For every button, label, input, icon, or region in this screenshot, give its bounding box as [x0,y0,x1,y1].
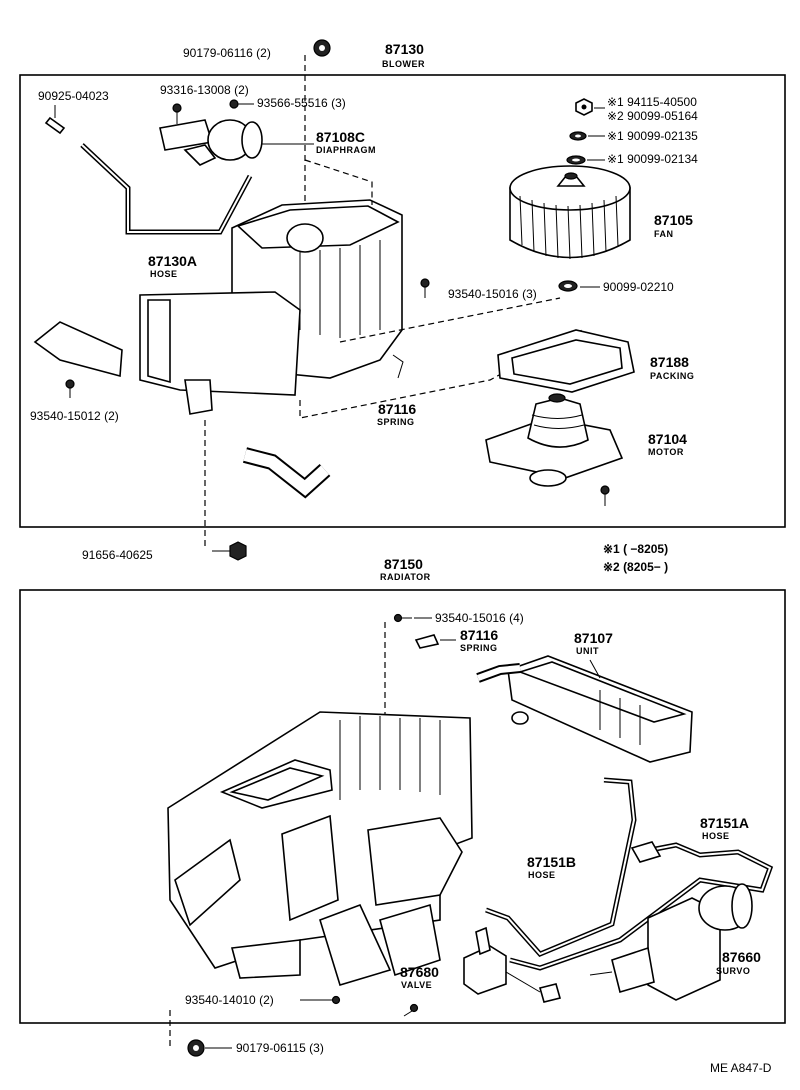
screw-icon [172,103,182,124]
label-87105: 87105 [654,212,693,228]
label-87188: 87188 [650,354,689,370]
nut-icon [575,98,593,116]
label-87660-name: SURVO [716,966,750,976]
spring-icon [414,634,440,649]
bracket [33,321,123,378]
legend-line-1: ※1 ( −8205) [603,542,668,556]
label-87104-name: MOTOR [648,447,684,457]
figure-code: ME A847-D [710,1061,772,1075]
label-90179-bottom: 90179-06115 (3) [236,1041,324,1055]
valve-87680 [463,926,561,1003]
label-90925: 90925-04023 [38,89,109,103]
blower-case [139,199,403,415]
label-90179-top: 90179-06116 (2) [183,46,271,60]
label-87104: 87104 [648,431,687,447]
label-87105-name: FAN [654,229,674,239]
label-87116-top: 87116 [378,401,416,417]
label-87151b: 87151B [527,854,576,870]
label-87188-name: PACKING [650,371,694,381]
label-87680: 87680 [400,964,439,980]
bolt-icon [212,541,247,561]
label-87151b-name: HOSE [528,870,556,880]
legend: ※1 ( −8205) ※2 (8205− ) [603,542,668,574]
screw-icon [420,278,430,298]
label-87108c-name: DIAPHRAGM [316,145,376,155]
legend-line-2: ※2 (8205− ) [603,560,668,574]
label-87151a-name: HOSE [702,831,730,841]
blower-section: 87130 BLOWER 90179-06116 (2) 90925-04023… [19,39,786,562]
label-87130a: 87130A [148,253,197,269]
label-87116-top-name: SPRING [377,417,415,427]
label-87680-name: VALVE [401,980,432,990]
fan-87105 [509,165,631,260]
motor-87104 [485,393,624,487]
label-93540-b: 93540-15012 (2) [30,409,119,423]
hose-connector [630,841,662,863]
label-93540-c: 93540-15016 (4) [435,611,524,625]
packing-87188 [497,329,635,393]
washer-icon [558,280,578,292]
screw-icon [393,613,412,623]
screw-icon [600,485,610,506]
spring-icon [392,354,404,379]
screw-icon [403,1003,419,1017]
screw-icon [300,995,341,1005]
screw-icon [65,379,75,398]
unit-87107 [476,655,693,763]
servo-87660 [589,883,753,1001]
washer-icon [566,155,586,165]
label-93540-d: 93540-14010 (2) [185,993,274,1007]
screw-icon [229,99,239,109]
label-w2: ※2 90099-05164 [607,109,698,123]
radiator-name: RADIATOR [380,572,431,582]
blower-number: 87130 [385,41,424,57]
label-87660: 87660 [722,949,761,965]
nut-icon [313,39,331,57]
label-w4: ※1 90099-02134 [607,152,698,166]
radiator-number: 87150 [384,556,423,572]
label-w3: ※1 90099-02135 [607,129,698,143]
label-93316: 93316-13008 (2) [160,83,249,97]
blower-frame [19,74,786,528]
label-87107: 87107 [574,630,613,646]
label-93566: 93566-55516 (3) [257,96,346,110]
blower-name: BLOWER [382,59,425,69]
nut-icon [187,1039,205,1057]
label-90099: 90099-02210 [603,280,674,294]
label-93540-a: 93540-15016 (3) [448,287,537,301]
radiator-case [167,711,473,986]
radiator-frame [19,589,786,1024]
label-87116-bottom: 87116 [460,627,498,643]
label-91656: 91656-40625 [82,548,153,562]
grommet-icon [44,116,66,135]
washer-icon [569,131,587,141]
label-87116-bottom-name: SPRING [460,643,498,653]
label-w1: ※1 94115-40500 [607,95,697,109]
label-87151a: 87151A [700,815,749,831]
label-87107-name: UNIT [576,646,599,656]
diaphragm-87108c [159,119,263,166]
radiator-section: 87150 RADIATOR 93540-15016 (4) 87116 SPR… [19,556,786,1057]
label-87130a-name: HOSE [150,269,178,279]
label-87108c: 87108C [316,129,365,145]
